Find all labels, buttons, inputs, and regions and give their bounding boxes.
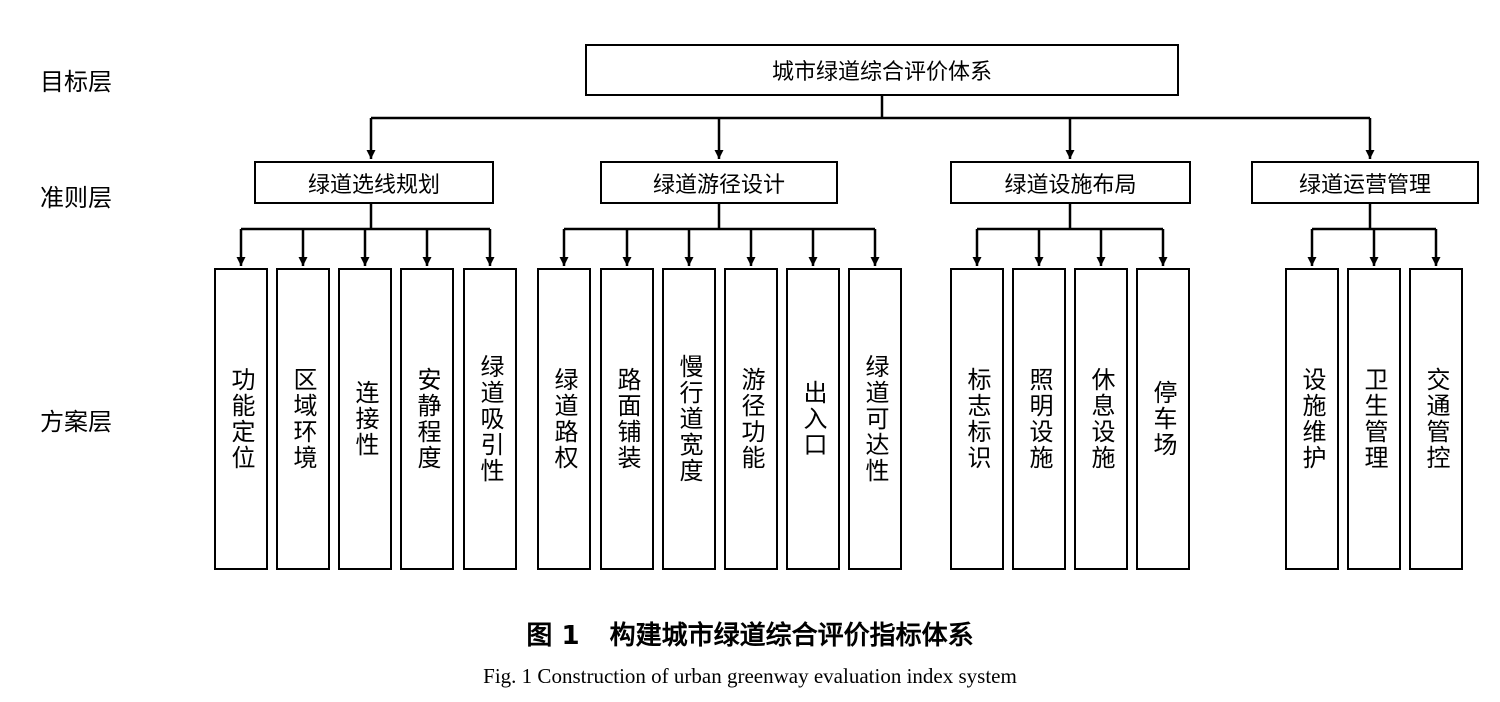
criterion-label: 绿道设施布局 bbox=[1004, 172, 1137, 198]
indicator-label: 照明设施 bbox=[1025, 367, 1053, 471]
indicator-label: 慢行道宽度 bbox=[675, 354, 703, 484]
figure-caption-en: Fig. 1 Construction of urban greenway ev… bbox=[483, 664, 1017, 688]
indicator-node: 连接性 bbox=[338, 268, 392, 570]
indicator-label: 卫生管理 bbox=[1360, 367, 1388, 471]
indicator-label: 功能定位 bbox=[227, 367, 255, 471]
indicator-node: 停车场 bbox=[1136, 268, 1190, 570]
criterion-label: 绿道选线规划 bbox=[307, 172, 440, 198]
indicator-label: 绿道路权 bbox=[550, 367, 578, 471]
indicator-node: 区域环境 bbox=[276, 268, 330, 570]
indicator-node: 安静程度 bbox=[400, 268, 454, 570]
indicator-label: 设施维护 bbox=[1298, 367, 1326, 471]
criterion-label: 绿道游径设计 bbox=[652, 172, 785, 198]
indicator-label: 停车场 bbox=[1149, 380, 1177, 458]
criterion-node-4: 绿道运营管理 bbox=[1251, 161, 1479, 204]
indicator-label: 休息设施 bbox=[1087, 367, 1115, 471]
indicator-label: 路面铺装 bbox=[613, 367, 641, 471]
indicator-node: 出入口 bbox=[786, 268, 840, 570]
indicator-label: 区域环境 bbox=[289, 367, 317, 471]
indicator-node: 设施维护 bbox=[1285, 268, 1339, 570]
figure-number: 图 1 bbox=[526, 621, 580, 651]
indicator-label: 绿道可达性 bbox=[861, 354, 889, 484]
indicator-node: 标志标识 bbox=[950, 268, 1004, 570]
indicator-node: 绿道路权 bbox=[537, 268, 591, 570]
indicator-node: 照明设施 bbox=[1012, 268, 1066, 570]
criterion-label: 绿道运营管理 bbox=[1298, 172, 1431, 198]
indicator-node: 绿道吸引性 bbox=[463, 268, 517, 570]
indicator-label: 交通管控 bbox=[1422, 367, 1450, 471]
goal-node: 城市绿道综合评价体系 bbox=[585, 44, 1179, 96]
figure-caption-cn: 图 1 构建城市绿道综合评价指标体系 bbox=[0, 615, 1500, 652]
level-label-criteria: 准则层 bbox=[40, 184, 112, 212]
criterion-node-2: 绿道游径设计 bbox=[600, 161, 838, 204]
indicator-label: 标志标识 bbox=[963, 367, 991, 471]
indicator-node: 卫生管理 bbox=[1347, 268, 1401, 570]
indicator-node: 路面铺装 bbox=[600, 268, 654, 570]
level-label-indicators: 方案层 bbox=[40, 408, 112, 436]
figure-title-cn: 构建城市绿道综合评价指标体系 bbox=[609, 621, 974, 651]
indicator-label: 游径功能 bbox=[737, 367, 765, 471]
indicator-node: 慢行道宽度 bbox=[662, 268, 716, 570]
indicator-label: 安静程度 bbox=[413, 367, 441, 471]
indicator-label: 连接性 bbox=[351, 380, 379, 458]
criterion-node-1: 绿道选线规划 bbox=[254, 161, 494, 204]
indicator-label: 绿道吸引性 bbox=[476, 354, 504, 484]
indicator-node: 游径功能 bbox=[724, 268, 778, 570]
indicator-label: 出入口 bbox=[799, 380, 827, 458]
indicator-node: 交通管控 bbox=[1409, 268, 1463, 570]
level-label-goal: 目标层 bbox=[40, 68, 112, 96]
criterion-node-3: 绿道设施布局 bbox=[950, 161, 1191, 204]
indicator-node: 功能定位 bbox=[214, 268, 268, 570]
goal-node-label: 城市绿道综合评价体系 bbox=[771, 60, 992, 85]
indicator-node: 绿道可达性 bbox=[848, 268, 902, 570]
indicator-node: 休息设施 bbox=[1074, 268, 1128, 570]
